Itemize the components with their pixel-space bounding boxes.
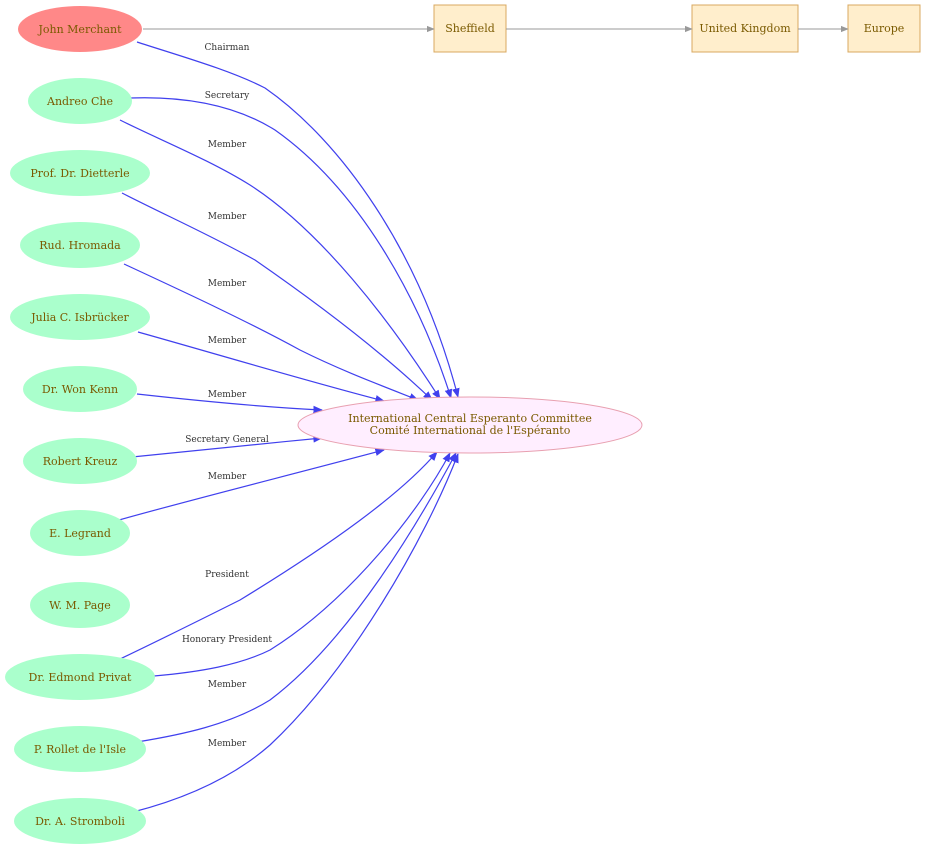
person-ellipse (5, 654, 155, 700)
place-node-united-kingdom[interactable]: United Kingdom (691, 4, 799, 53)
person-name: Rud. Hromada (39, 239, 121, 252)
edge-role-label: Member (208, 390, 247, 400)
person-ellipse (23, 438, 137, 484)
committee-name-line1: International Central Esperanto Committe… (348, 412, 592, 425)
edge-role-label: Chairman (205, 43, 250, 53)
person-node[interactable]: E. Legrand (30, 510, 130, 556)
person-name: E. Legrand (49, 527, 111, 540)
person-node[interactable]: Rud. Hromada (20, 222, 140, 268)
person-node[interactable]: Andreo Che (28, 78, 132, 124)
person-node[interactable]: Prof. Dr. Dietterle (10, 150, 150, 196)
person-node[interactable]: John Merchant (18, 6, 142, 52)
role-edge (123, 263, 419, 401)
edge-role-label: Member (208, 140, 247, 150)
place-label: Sheffield (445, 22, 495, 35)
role-edge (129, 97, 453, 399)
person-ellipse (20, 222, 140, 268)
edge-role-label: Member (208, 680, 247, 690)
role-edge (153, 452, 451, 677)
role-edge (119, 119, 441, 400)
edge-role-label: Member (208, 212, 247, 222)
edges-layer (118, 41, 460, 813)
edge-role-label: Secretary General (185, 435, 269, 445)
person-name: Dr. Won Kenn (42, 383, 118, 396)
person-node[interactable]: W. M. Page (30, 582, 130, 628)
edge-role-label: Honorary President (182, 635, 272, 645)
role-edge (137, 331, 385, 403)
person-ellipse (10, 294, 150, 340)
person-ellipse (23, 366, 137, 412)
person-name: Prof. Dr. Dietterle (30, 167, 129, 180)
person-name: Robert Kreuz (43, 455, 118, 468)
person-ellipse (18, 6, 142, 52)
person-node[interactable]: P. Rollet de l'Isle (14, 726, 146, 772)
person-name: Julia C. Isbrücker (30, 311, 129, 324)
role-edge (132, 453, 459, 813)
person-name: Dr. Edmond Privat (29, 671, 133, 684)
person-node[interactable]: Dr. Edmond Privat (5, 654, 155, 700)
role-edge (119, 451, 438, 660)
edge-labels-layer: ChairmanSecretaryMemberMemberMemberMembe… (182, 43, 272, 749)
place-node-sheffield[interactable]: Sheffield (433, 4, 507, 53)
person-ellipse (10, 150, 150, 196)
role-edge (118, 448, 385, 521)
person-ellipse (14, 726, 146, 772)
edge-role-label: Secretary (205, 91, 250, 101)
place-label: United Kingdom (699, 22, 791, 35)
person-ellipse (14, 798, 146, 844)
edge-role-label: Member (208, 739, 247, 749)
person-name: Dr. A. Stromboli (35, 815, 125, 828)
person-ellipse (30, 582, 130, 628)
person-node[interactable]: Julia C. Isbrücker (10, 294, 150, 340)
person-name: Andreo Che (46, 95, 113, 108)
role-edge (131, 435, 323, 458)
person-node[interactable]: Dr. A. Stromboli (14, 798, 146, 844)
role-edge (136, 393, 323, 414)
person-ellipse (30, 510, 130, 556)
person-name: John Merchant (37, 23, 122, 36)
person-ellipse (28, 78, 132, 124)
place-node-europe[interactable]: Europe (847, 4, 921, 53)
person-node[interactable]: Dr. Won Kenn (23, 366, 137, 412)
person-name: P. Rollet de l'Isle (34, 743, 126, 756)
committee-name-line2: Comité International de l'Espéranto (370, 424, 571, 437)
role-edge (136, 452, 457, 743)
edge-role-label: President (205, 570, 249, 580)
edge-role-label: Member (208, 279, 247, 289)
edge-role-label: Member (208, 336, 247, 346)
person-node[interactable]: Robert Kreuz (23, 438, 137, 484)
role-edge (136, 41, 460, 398)
committee-node[interactable]: International Central Esperanto Committe… (297, 396, 643, 454)
place-label: Europe (864, 22, 905, 35)
person-name: W. M. Page (49, 599, 111, 612)
role-edge (121, 192, 433, 401)
edge-role-label: Member (208, 472, 247, 482)
